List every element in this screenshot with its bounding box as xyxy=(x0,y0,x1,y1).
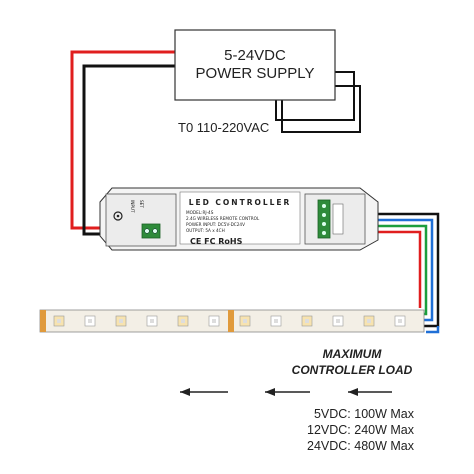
led-strip xyxy=(39,309,425,333)
load-line-5v: 5VDC: 100W Max xyxy=(314,407,415,421)
led-chip-core xyxy=(119,319,123,323)
power-supply-line1: 5-24VDC xyxy=(224,47,286,64)
ac-input-label: T0 110-220VAC xyxy=(178,120,269,135)
load-line-12v: 12VDC: 240W Max xyxy=(307,423,415,437)
power-supply-box xyxy=(174,29,336,101)
controller-line3: OUTPUT: 5A x 4CH xyxy=(186,228,225,233)
set-button xyxy=(113,211,123,221)
led-chip-core xyxy=(398,319,402,323)
led-chip-core xyxy=(57,319,61,323)
controller-line2: POWER INPUT: DC5V-DC24V xyxy=(186,222,245,227)
input-terminal xyxy=(141,223,161,239)
set-label: SET xyxy=(139,200,144,208)
led-chip-core xyxy=(336,319,340,323)
led-chip-core xyxy=(274,319,278,323)
input-label: INPUT xyxy=(130,200,135,213)
output-terminal xyxy=(317,199,331,239)
load-line-24v: 24VDC: 480W Max xyxy=(307,439,415,453)
certification-marks: CE FC RoHS xyxy=(190,237,243,246)
led-chip-core xyxy=(305,319,309,323)
led-chip-core xyxy=(181,319,185,323)
led-chip-core xyxy=(150,319,154,323)
direction-arrows xyxy=(180,388,392,396)
led-chip-core xyxy=(243,319,247,323)
load-heading-2: CONTROLLER LOAD xyxy=(292,363,413,377)
controller-line1: 2.4G WIRELESS REMOTE CONTROL xyxy=(186,216,260,221)
power-supply-line2: POWER SUPPLY xyxy=(196,65,315,82)
controller-title: LED CONTROLLER xyxy=(189,198,292,207)
led-chip-core xyxy=(212,319,216,323)
controller-model: MODEL:RJ-4S xyxy=(186,210,214,215)
load-heading-1: MAXIMUM xyxy=(323,347,383,361)
led-controller: SET INPUT LED CONTROLLER MODEL:RJ-4S 2.4… xyxy=(99,187,379,251)
led-chip-core xyxy=(88,319,92,323)
led-chip-core xyxy=(367,319,371,323)
ac-input-wires xyxy=(275,71,361,133)
